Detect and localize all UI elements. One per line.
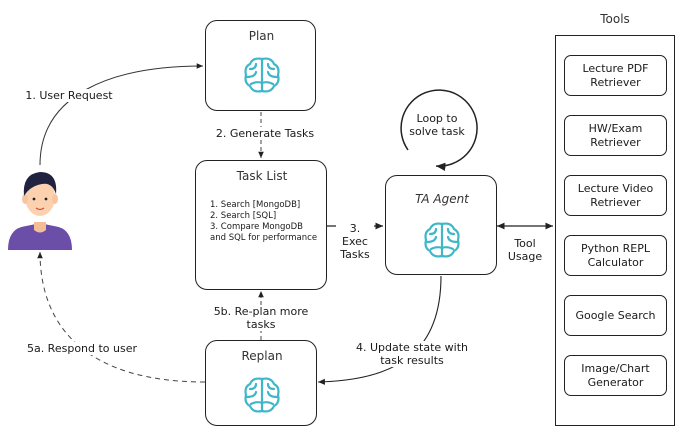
ta-agent-title: TA Agent: [415, 192, 469, 206]
ta-agent-box[interactable]: TA Agent: [385, 175, 497, 275]
task-list-items: 1. Search [MongoDB] 2. Search [SQL] 3. C…: [210, 200, 320, 244]
tool-image-chart-generator[interactable]: Image/Chart Generator: [564, 355, 667, 396]
edge-label-exec-tasks: 3. Exec Tasks: [336, 222, 374, 261]
brain-icon: [424, 222, 460, 258]
replan-box[interactable]: Replan: [205, 340, 317, 426]
edge-label-generate-tasks: 2. Generate Tasks: [213, 127, 317, 140]
tool-lecture-pdf-retriever[interactable]: Lecture PDF Retriever: [564, 55, 667, 96]
tools-title: Tools: [600, 12, 630, 26]
replan-title: Replan: [241, 349, 283, 363]
task-item: 1. Search [MongoDB]: [210, 200, 301, 210]
loop-label: Loop to solve task: [409, 112, 465, 138]
tool-hw-exam-retriever[interactable]: HW/Exam Retriever: [564, 115, 667, 156]
task-item: 3. Compare MongoDB and SQL for performan…: [210, 222, 318, 243]
tool-python-repl-calculator[interactable]: Python REPL Calculator: [564, 235, 667, 276]
edge-label-user-request: 1. User Request: [20, 89, 118, 102]
edge-label-respond-user: 5a. Respond to user: [24, 342, 140, 355]
edge-respond-user: [37, 251, 206, 383]
edge-label-update-state: 4. Update state with task results: [352, 341, 472, 367]
plan-box[interactable]: Plan: [205, 20, 316, 111]
task-list-box[interactable]: Task List: [195, 160, 327, 290]
tool-lecture-video-retriever[interactable]: Lecture Video Retriever: [564, 175, 667, 216]
edge-label-tool-usage: Tool Usage: [506, 237, 544, 263]
edge-user-request: [39, 63, 204, 166]
edge-label-replan-more: 5b. Re-plan more tasks: [208, 305, 314, 331]
plan-title: Plan: [248, 29, 275, 43]
user-avatar-icon: [8, 172, 72, 250]
brain-icon: [244, 377, 280, 413]
task-list-title: Task List: [236, 169, 288, 183]
brain-icon: [244, 57, 280, 93]
task-item: 2. Search [SQL]: [210, 211, 277, 221]
loop-arrow: [400, 89, 478, 171]
tools-panel: [555, 35, 675, 426]
tool-google-search[interactable]: Google Search: [564, 295, 667, 336]
